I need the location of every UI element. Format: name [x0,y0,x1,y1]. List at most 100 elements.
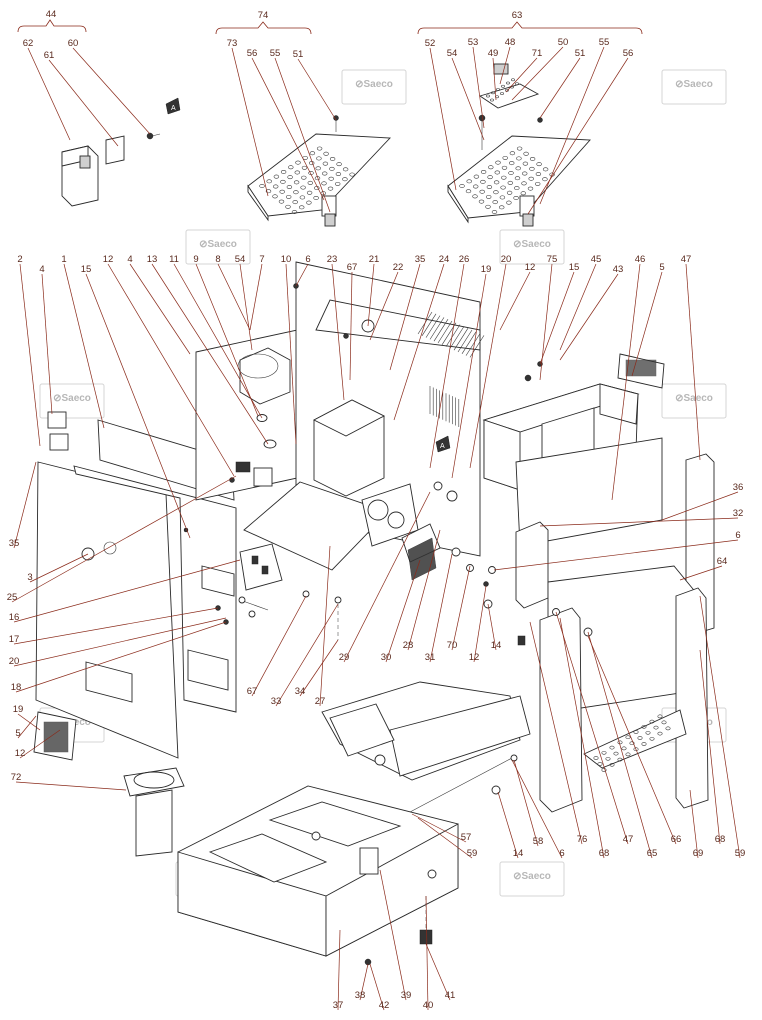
callout-number: 54 [447,48,458,59]
callout-number: 10 [281,254,292,265]
callout-leader [499,46,511,85]
callout-leader [539,263,553,381]
callout-number: 24 [439,254,450,265]
callout-leader [41,273,53,415]
callout-leader [295,263,309,287]
callout-number: 67 [347,262,358,273]
callout-leader [251,57,325,201]
callout-leader [85,273,191,539]
callout-leader [367,263,375,327]
callout-number: 35 [415,254,426,265]
callout-number: 12 [525,262,536,273]
callout-leader [13,559,241,623]
callout-number: 50 [558,37,569,48]
callout-leader [369,271,399,341]
callout-leader [349,271,353,381]
callout-number: 31 [425,652,436,663]
callout-number: 7 [259,254,264,265]
callout-number: 32 [733,508,744,519]
callout-number: 73 [227,38,238,49]
callout-number: 65 [647,848,658,859]
callout-number: 19 [481,264,492,275]
callout-leader [689,789,699,859]
callout-number: 59 [735,848,746,859]
callout-leader [195,263,259,417]
callout-leader [539,517,739,527]
callout-leader [699,595,741,859]
callout-number: 23 [327,254,338,265]
callout-leader [72,47,151,135]
callout-number: 9 [193,254,198,265]
callout-number: 26 [459,254,470,265]
callout-leader [11,475,237,603]
callout-number: 54 [235,254,246,265]
callout-number: 49 [488,48,499,59]
callout-number: 60 [68,38,79,49]
callout-number: 33 [271,696,282,707]
callout-leader [411,813,467,843]
callout-number: 5 [659,262,664,273]
callout-number: 13 [147,254,158,265]
part-small-plate-5 [33,711,77,761]
svg-text:⊘Saeco: ⊘Saeco [675,393,713,404]
callout-number: 56 [623,48,634,59]
callout-leader [407,529,441,651]
callout-leader [527,57,629,215]
callout-leader [425,895,429,1011]
callout-number: 19 [13,704,24,715]
callout-leader [379,869,407,1001]
watermark: ⊘Saeco [499,229,565,265]
callout-leader [369,963,385,1011]
callout-number: 1 [61,254,66,265]
watermark: ⊘Saeco [341,69,407,105]
part-base-chassis [177,785,459,966]
callout-leader [539,271,575,365]
part-drip-grid-74 [247,115,391,227]
callout-number: 18 [11,682,22,693]
callout-number: 4 [39,264,44,275]
callout-leader [513,759,539,847]
callout-number: 34 [295,686,306,697]
part-water-tank [482,353,665,547]
callout-number: 71 [532,48,543,59]
part-center-frame [195,261,485,571]
callout-number: 20 [9,656,20,667]
callout-leader [429,553,453,663]
callout-number: 8 [215,254,220,265]
callout-leader [319,545,331,707]
callout-number: 51 [575,48,586,59]
callout-number: 55 [599,37,610,48]
callout-leader [337,929,341,1011]
callout-number: 5 [15,728,20,739]
callout-number: 57 [461,832,472,843]
callout-number: 6 [305,254,310,265]
callout-number: 53 [468,37,479,48]
callout-leader [29,553,89,583]
callout-leader [661,491,739,521]
callout-leader [13,607,219,645]
callout-number: 46 [635,254,646,265]
watermark: ⊘Saeco [39,383,105,419]
svg-text:⊘Saeco: ⊘Saeco [199,239,237,250]
callout-number: 59 [467,848,478,859]
callout-leader [559,617,605,859]
callout-leader [274,57,331,213]
callout-leader [107,263,235,477]
callout-number: 70 [447,640,458,651]
parts-artwork: A [33,63,715,966]
assembly-brace-44: 44 [17,9,87,33]
callout-leader [173,263,263,419]
callout-number: 15 [569,262,580,273]
assembly-label-63: 63 [512,10,523,21]
callout-leader [539,46,605,205]
callout-number: 29 [339,652,350,663]
callout-number: 35 [9,538,20,549]
callout-leaders [11,46,741,1011]
callout-number: 67 [247,686,258,697]
callout-leader [429,47,457,191]
callout-leader [13,461,37,549]
callout-leader [217,263,251,331]
callout-leader [499,271,531,331]
callout-leader [529,621,583,845]
assembly-brace-63: 63 [417,10,643,35]
